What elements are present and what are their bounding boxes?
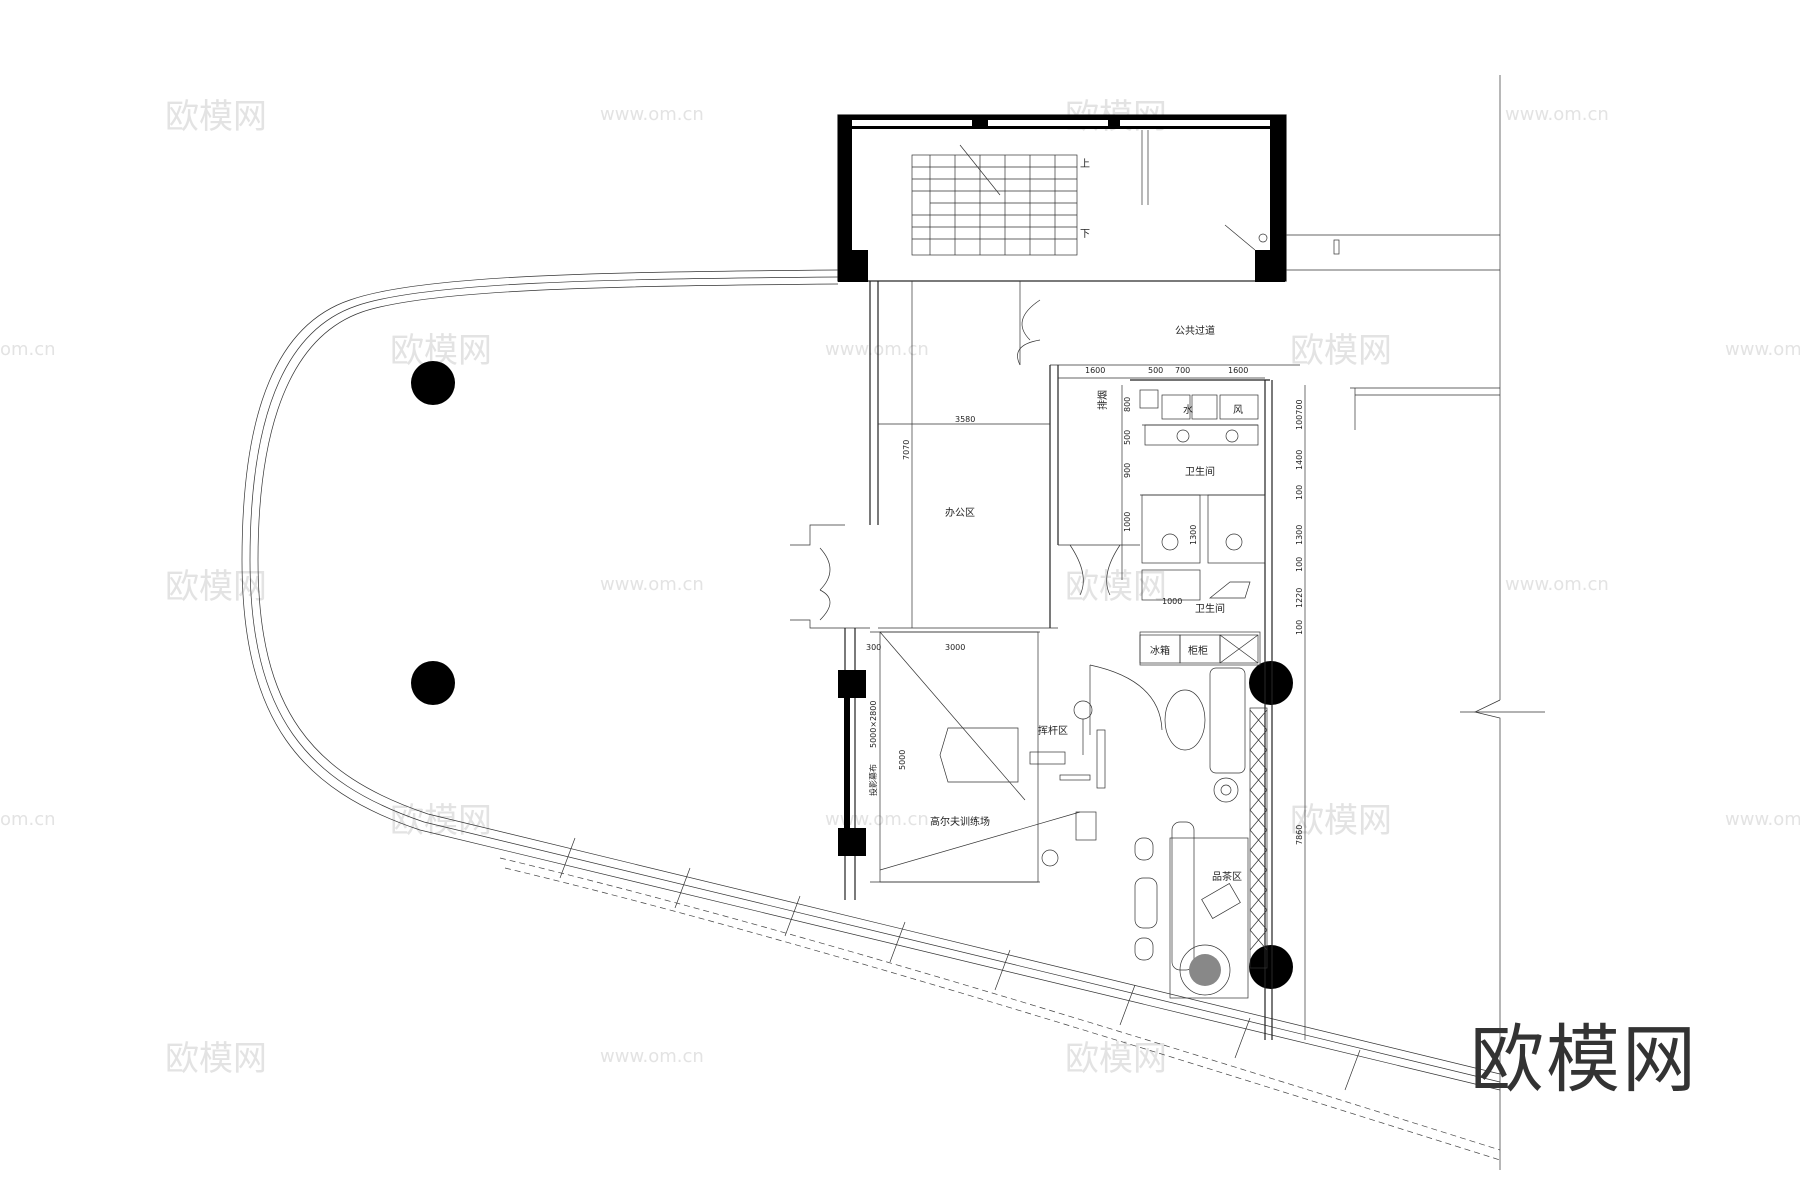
stairwell: 上 下 (837, 114, 1287, 282)
screen-size-label: 5000×2800 (869, 701, 878, 748)
golf-training-area: 高尔夫训练场 300 3000 5000 投影幕布 5000×2800 (838, 628, 1097, 900)
dim-100: 100 (1295, 620, 1304, 635)
stair-down-label: 下 (1080, 229, 1090, 240)
dim-1000: 1000 (1162, 597, 1182, 606)
restroom-top-label: 卫生间 (1185, 465, 1215, 478)
columns (411, 361, 1293, 989)
dim-7860: 7860 (1295, 825, 1304, 845)
putting-area-label: 挥杆区 (1038, 724, 1068, 737)
office-label: 办公区 (945, 506, 975, 519)
dim-7070: 7070 (902, 440, 911, 460)
putting-area: 挥杆区 (1038, 664, 1163, 789)
column-circle (411, 661, 455, 705)
column-circle (411, 361, 455, 405)
dim-100: 100 (1295, 485, 1304, 500)
watermark-url: www.om.cn (1505, 574, 1609, 595)
railing-ticks (559, 837, 1361, 1091)
water-label: 水 (1183, 404, 1193, 416)
watermark-url: om.cn (0, 339, 56, 360)
dim-5000: 5000 (898, 750, 907, 770)
watermark-url: www.om.cn (600, 104, 704, 125)
restroom-dimensions: 1600 500 700 1600 800 500 900 1000 1300 … (1058, 366, 1306, 1040)
screen-note-label: 投影幕布 (868, 764, 878, 796)
dim-1300: 1300 (1295, 525, 1304, 545)
watermark-url: www.om.cn (600, 1046, 704, 1067)
tea-area-label: 品茶区 (1212, 870, 1242, 883)
dim-500: 500 (1123, 430, 1132, 445)
dim-1000: 1000 (1123, 512, 1132, 532)
watermark-url: om.cn (0, 809, 56, 830)
watermark-logo: 欧模网 (1065, 1039, 1167, 1079)
wind-label: 风 (1233, 404, 1243, 416)
dim-3580: 3580 (955, 415, 975, 424)
watermark-url: www.om.cn (825, 809, 929, 830)
dim-1220: 1220 (1295, 588, 1304, 608)
dim-500: 500 (1148, 366, 1163, 375)
dim-800: 800 (1123, 397, 1132, 412)
watermarks: 欧模网 www.om.cn 欧模网 www.om.cn om.cn 欧模网 ww… (0, 97, 1800, 1079)
dim-1600: 1600 (1228, 366, 1248, 375)
watermark-url: www.om.cn (600, 574, 704, 595)
drain-label: 排烟 (1096, 390, 1109, 410)
watermark-logo: 欧模网 (165, 1039, 267, 1079)
dim-300: 300 (866, 643, 881, 652)
shelf-pattern (1249, 709, 1268, 951)
dim-100: 100 (1295, 557, 1304, 572)
cabinet-label: 柜柜 (1188, 644, 1208, 657)
public-corridor-label: 公共过道 (1175, 324, 1215, 337)
restroom-block: 水 风 卫生间 卫生间 排烟 (1058, 379, 1273, 1040)
stair-up-label: 上 (1080, 158, 1090, 170)
bottom-logo: 欧模网 (1470, 1017, 1698, 1103)
column-circle (1249, 945, 1293, 989)
watermark-url: www.om.cn (825, 339, 929, 360)
dim-700: 700 (1175, 366, 1190, 375)
column-circle (1249, 661, 1293, 705)
restroom-bottom-label: 卫生间 (1195, 602, 1225, 615)
watermark-logo: 欧模网 (1065, 567, 1167, 607)
dim-1600: 1600 (1085, 366, 1105, 375)
watermark-url: www.om.cn (1725, 339, 1800, 360)
dim-900: 900 (1123, 463, 1132, 478)
fridge-label: 冰箱 (1150, 644, 1170, 657)
office-area: 办公区 公共过道 3580 7070 (790, 281, 1300, 629)
watermark-logo: 欧模网 (1290, 331, 1392, 371)
watermark-url: www.om.cn (1505, 104, 1609, 125)
dim-100700: 100700 (1295, 399, 1304, 430)
dim-3000: 3000 (945, 643, 965, 652)
dim-1300: 1300 (1189, 525, 1198, 545)
watermark-logo: 欧模网 (1290, 801, 1392, 841)
right-edge (1286, 75, 1545, 1170)
dim-1400: 1400 (1295, 450, 1304, 470)
stair-treads (911, 144, 1078, 256)
watermark-logo: 欧模网 (165, 97, 267, 137)
golf-training-label: 高尔夫训练场 (930, 815, 990, 828)
watermark-url: www.om.cn (1725, 809, 1800, 830)
tea-area: 冰箱 柜柜 品茶区 (1134, 631, 1268, 999)
